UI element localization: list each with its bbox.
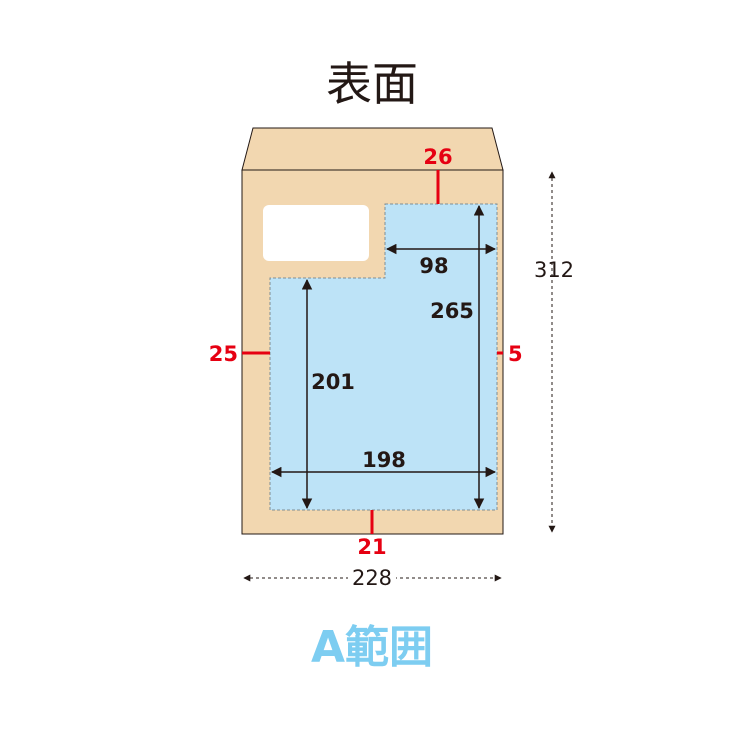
envelope-flap [241,127,504,171]
address-window [263,205,369,261]
top-width-label: 98 [419,254,448,278]
printable-area [269,203,498,511]
page-title: 表面 [326,57,418,111]
envelope-width-label: 228 [352,566,392,590]
right-margin-label: 5 [508,342,523,366]
full-height-label: 265 [430,299,474,323]
range-label: A範囲 [311,622,433,673]
top-margin-label: 26 [423,145,452,169]
envelope-width-label-bg [348,566,396,588]
lower-height-label: 201 [311,370,355,394]
envelope-height-label: 312 [534,258,574,282]
area-width-label: 198 [362,448,406,472]
bottom-margin-label: 21 [357,535,386,559]
left-margin-label: 25 [209,342,238,366]
